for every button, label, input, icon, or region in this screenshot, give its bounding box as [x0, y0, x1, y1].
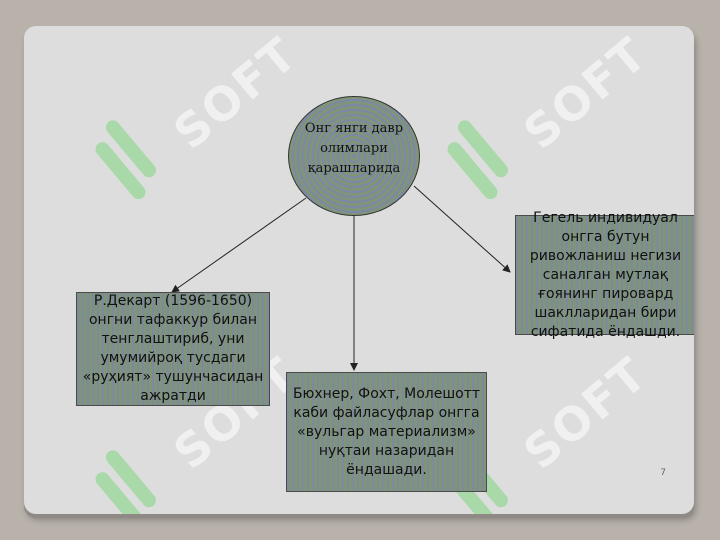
- node-hegel: Гегель индивидуал онгга бутун ривожланиш…: [515, 210, 694, 340]
- center-topic: Онг янги давр олимлари қарашларида: [288, 96, 420, 216]
- connectors: [171, 185, 511, 371]
- arrow-to-hegel: [413, 185, 511, 273]
- node-descartes: Р.Декарт (1596-1650) онгни тафаккур била…: [76, 292, 270, 406]
- slide: SOFT SOFT SOFT SOFT Онг янги давр олимла…: [24, 26, 694, 514]
- node-buchner-label: Бюхнер, Фохт, Молешотт каби файласуфлар …: [292, 385, 481, 478]
- node-buchner: Бюхнер, Фохт, Молешотт каби файласуфлар …: [286, 372, 487, 492]
- arrow-to-descartes: [171, 197, 307, 293]
- center-topic-label: Онг янги давр олимлари қарашларида: [304, 121, 404, 176]
- page-number: 7: [660, 468, 666, 478]
- node-hegel-label: Гегель индивидуал онгга бутун ривожланиш…: [529, 209, 682, 340]
- node-descartes-label: Р.Декарт (1596-1650) онгни тафаккур била…: [82, 293, 264, 404]
